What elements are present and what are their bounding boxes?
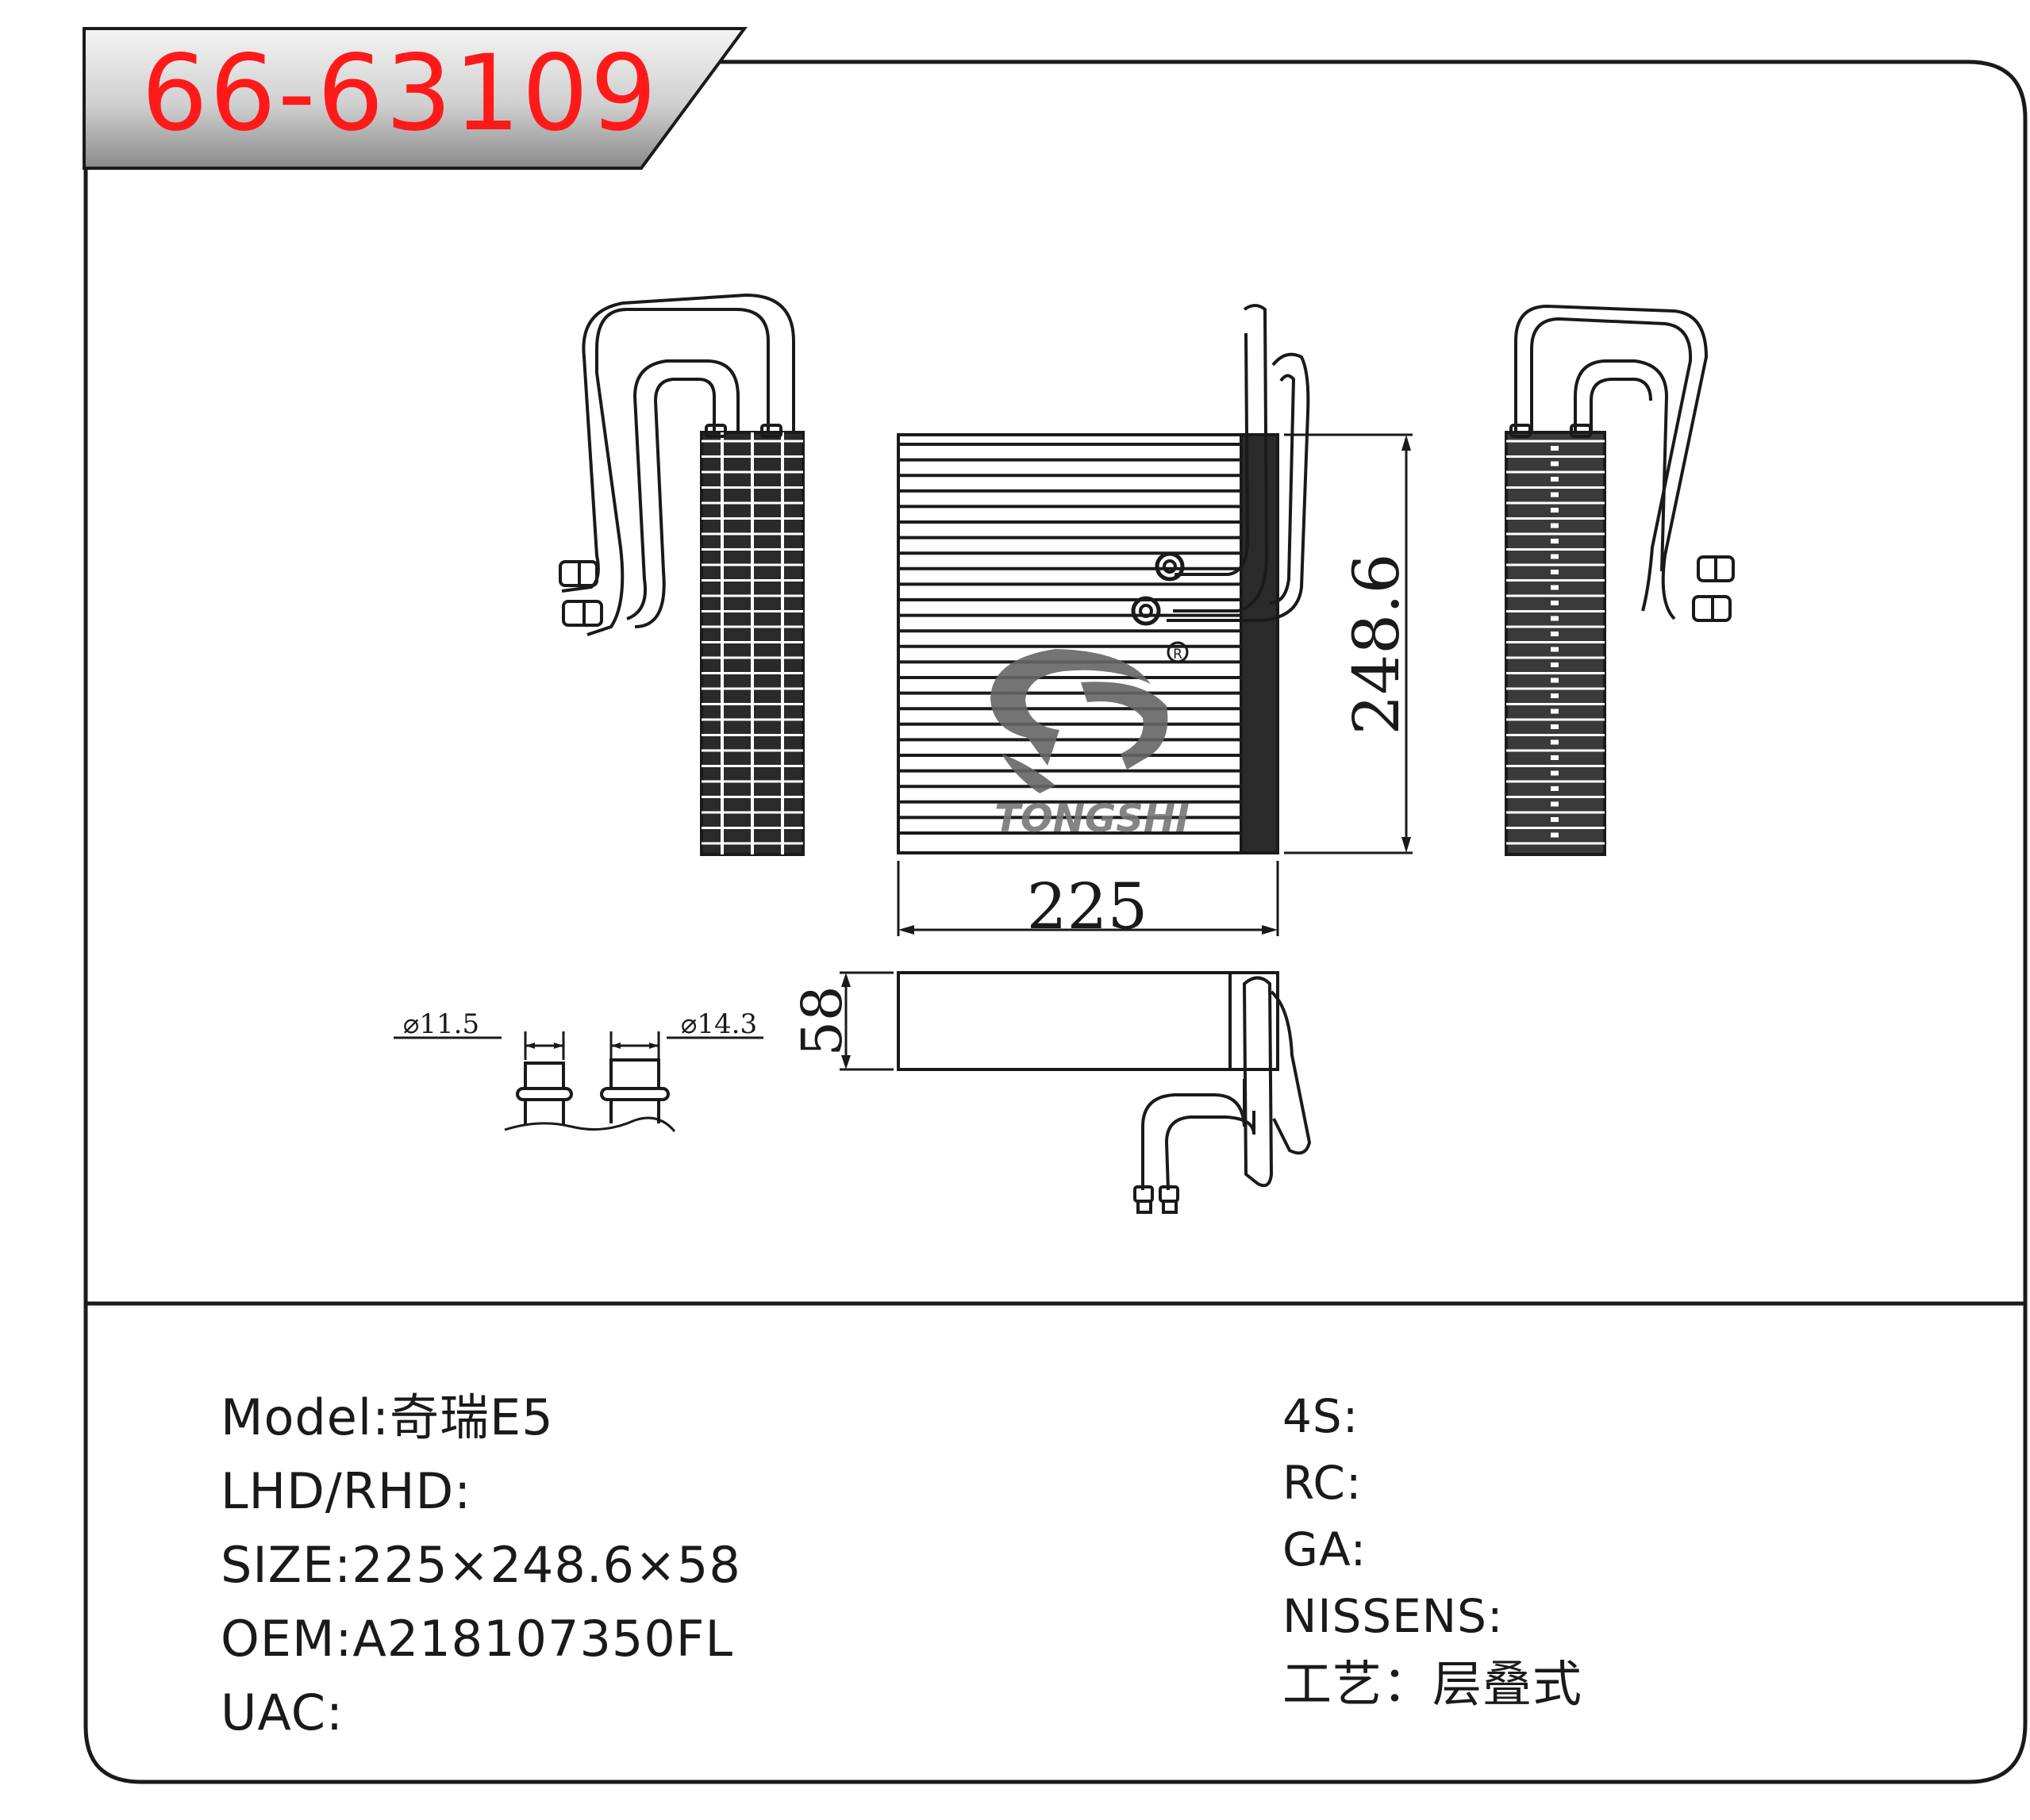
spec-model: Model:奇瑞E5	[221, 1393, 554, 1442]
part-number: 66-63109	[141, 33, 659, 155]
spec-nissens-key: NISSENS:	[1282, 1589, 1504, 1643]
depth-dimension	[840, 971, 894, 1071]
spec-size: SIZE:225×248.6×58	[221, 1541, 741, 1590]
width-dimension-label: 225	[1027, 870, 1148, 943]
right-side-view	[1505, 304, 1735, 856]
spec-nissens: NISSENS:	[1282, 1593, 1504, 1639]
spec-size-value: 225×248.6×58	[352, 1536, 741, 1594]
spec-ga: GA:	[1282, 1526, 1367, 1572]
top-view	[897, 971, 1312, 1214]
spec-model-key: Model:	[221, 1388, 390, 1446]
spec-uac: UAC:	[221, 1688, 344, 1737]
spec-process: 工艺：层叠式	[1282, 1660, 1582, 1709]
depth-dimension-label: 58	[790, 985, 855, 1056]
spec-oem-key: OEM:	[221, 1610, 353, 1668]
spec-model-value: 奇瑞E5	[390, 1388, 554, 1446]
outer-frame	[83, 60, 2028, 1784]
width-dimension	[897, 861, 1279, 936]
front-view: R TONGSHI	[897, 304, 1310, 854]
spec-oem: OEM:A218107350FL	[221, 1615, 733, 1664]
large-pipe-diameter-label: ⌀14.3	[681, 1008, 757, 1040]
spec-ga-key: GA:	[1282, 1522, 1367, 1576]
spec-lhd-rhd: LHD/RHD:	[221, 1467, 471, 1516]
spec-process-key: 工艺：	[1282, 1655, 1433, 1713]
spec-4s: 4S:	[1282, 1393, 1359, 1439]
registered-mark: R	[1173, 647, 1182, 662]
spec-process-value: 层叠式	[1432, 1655, 1583, 1713]
spec-lhd-rhd-key: LHD/RHD:	[221, 1462, 472, 1520]
header-tab	[83, 27, 748, 170]
left-side-view	[559, 293, 805, 856]
height-dimension	[1284, 433, 1413, 854]
spec-rc-key: RC:	[1282, 1456, 1363, 1510]
small-pipe-diameter-label: ⌀11.5	[403, 1008, 479, 1040]
spec-uac-key: UAC:	[221, 1684, 344, 1741]
spec-rc: RC:	[1282, 1460, 1362, 1506]
watermark-logo	[990, 649, 1168, 793]
spec-4s-key: 4S:	[1282, 1389, 1359, 1443]
spec-size-key: SIZE:	[221, 1536, 352, 1594]
spec-oem-value: A218107350FL	[352, 1610, 733, 1668]
height-dimension-label: 248.6	[1340, 553, 1413, 735]
pipe-fitting-detail	[394, 1031, 763, 1132]
watermark-text: TONGSHI	[994, 797, 1190, 841]
